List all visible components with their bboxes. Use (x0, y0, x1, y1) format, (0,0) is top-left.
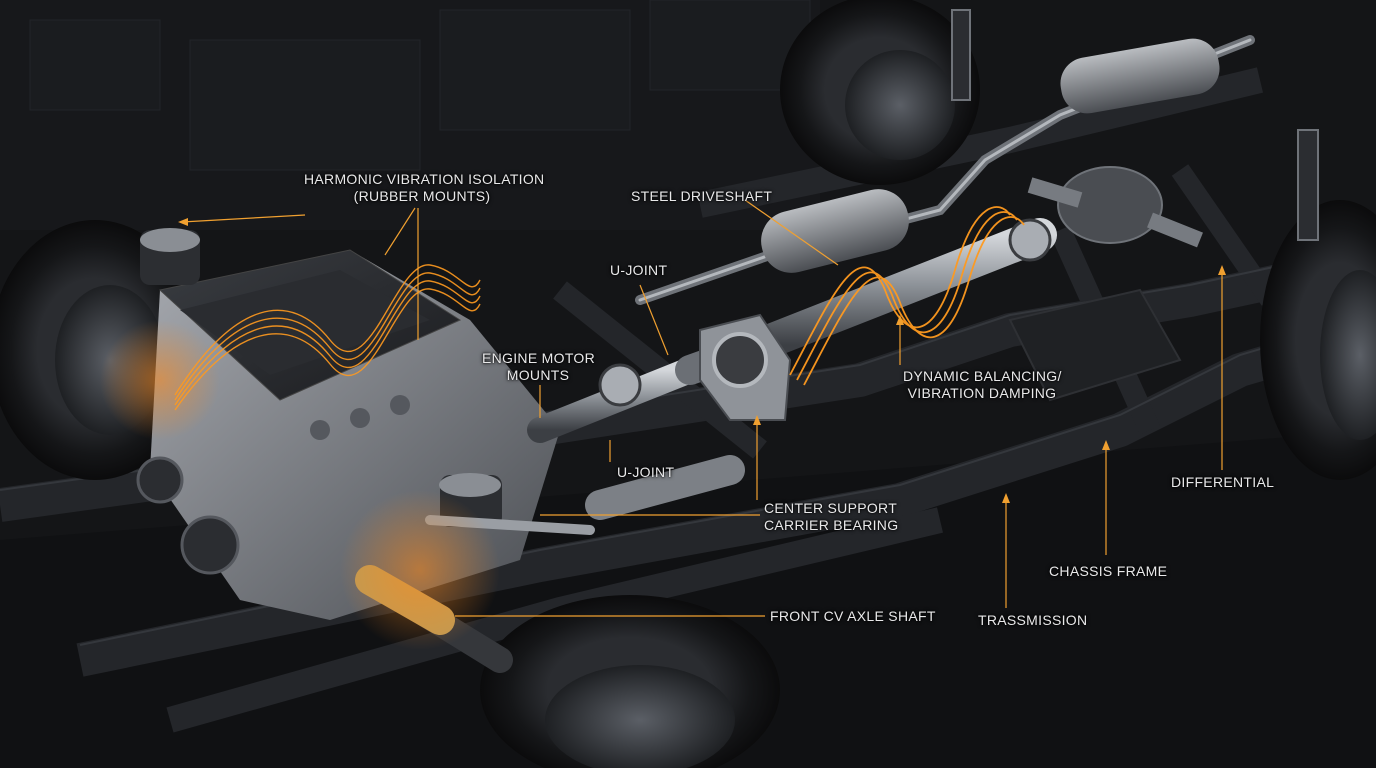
rear-shock-left (951, 9, 971, 101)
rear-muffler (1060, 38, 1220, 114)
rubber-mount-right (439, 473, 502, 527)
center-support-bearing (699, 313, 792, 421)
label-dynamic-line1: DYNAMIC BALANCING/ (903, 368, 1062, 384)
rear-left-wheel (780, 0, 980, 185)
leader-steel-driveshaft (744, 199, 839, 266)
front-muffler (761, 189, 909, 273)
engine-vibration-wave (174, 264, 481, 411)
label-dynamic-line2: VIBRATION DAMPING (907, 385, 1057, 401)
label-transmission: TRASSMISSION (978, 612, 1088, 628)
exhaust-system (585, 35, 1255, 520)
leader-arrowheads (178, 218, 1226, 503)
label-harmonic-vibration-isolation: HARMONIC VIBRATION ISOLATION (RUBBER MOU… (304, 171, 545, 205)
rear-shock-right (1297, 129, 1319, 241)
axle-glow (340, 490, 500, 650)
label-steel-driveshaft: STEEL DRIVESHAFT (631, 188, 773, 204)
label-differential: DIFFERENTIAL (1171, 474, 1275, 490)
differential (1027, 166, 1203, 248)
leader-u-joint-upper (639, 284, 669, 356)
label-u-joint-lower: U-JOINT (617, 464, 675, 480)
label-dynamic-balancing: DYNAMIC BALANCING/ VIBRATION DAMPING (903, 368, 1061, 402)
leader-harmonic-down (384, 207, 416, 256)
label-engine-motor-mounts: ENGINE MOTOR MOUNTS (482, 350, 596, 384)
wheel-glow (100, 320, 220, 440)
label-harmonic-line1: HARMONIC VIBRATION ISOLATION (304, 171, 545, 187)
label-chassis-frame: CHASSIS FRAME (1049, 563, 1168, 579)
label-center-line2: CARRIER BEARING (764, 517, 899, 533)
label-front-cv-axle-shaft: FRONT CV AXLE SHAFT (770, 608, 936, 624)
front-right-wheel (480, 595, 780, 768)
leader-lines (181, 199, 1223, 617)
rubber-mount-left (140, 228, 200, 285)
fuel-tank (1008, 288, 1182, 402)
u-joint-rear (1008, 218, 1052, 262)
driveshaft-vibration-wave (789, 206, 1025, 386)
label-center-support-bearing: CENTER SUPPORT CARRIER BEARING (764, 500, 899, 534)
rear-right-wheel (1260, 200, 1376, 480)
label-u-joint-upper: U-JOINT (610, 262, 668, 278)
label-engine-line1: ENGINE MOTOR (482, 350, 596, 366)
u-joint-front (598, 363, 642, 407)
engine (136, 249, 560, 620)
label-center-line1: CENTER SUPPORT (764, 500, 898, 516)
label-harmonic-line2: (RUBBER MOUNTS) (353, 188, 491, 204)
label-engine-line2: MOUNTS (506, 367, 570, 383)
leader-harmonic-left (181, 214, 306, 223)
